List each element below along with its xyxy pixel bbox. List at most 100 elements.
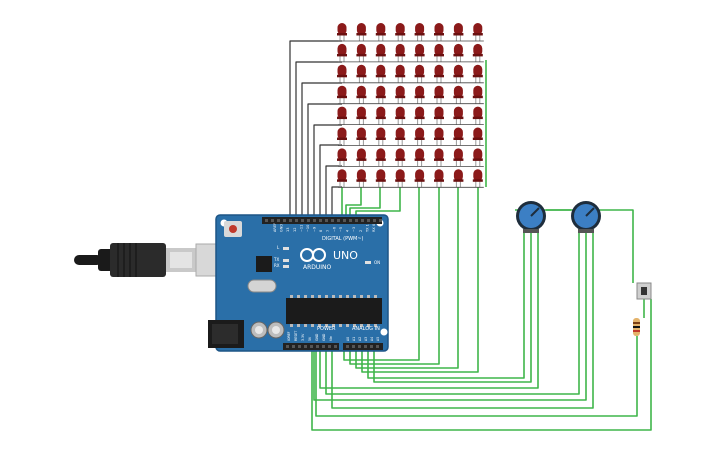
logo-text: ARDUINO <box>303 264 332 271</box>
led <box>337 43 347 62</box>
led <box>356 23 367 41</box>
green-wire <box>343 187 420 361</box>
digital-pin-label: ~10 <box>306 225 310 232</box>
potentiometer-1[interactable] <box>516 201 546 233</box>
analog-pin-label: A3 <box>364 337 368 341</box>
led <box>472 85 483 104</box>
led <box>375 127 386 146</box>
led <box>356 148 367 167</box>
led <box>395 127 406 146</box>
green-wire <box>315 336 638 417</box>
digital-label: DIGITAL (PWM~) <box>322 236 364 242</box>
power-label: POWER <box>317 326 336 332</box>
arduino-logo: ARDUINO <box>300 248 332 271</box>
row-wire <box>307 103 342 219</box>
green-wire <box>331 232 594 409</box>
led <box>414 23 425 41</box>
led <box>472 106 483 125</box>
led <box>434 127 444 146</box>
green-wire <box>361 187 479 373</box>
power-pin-label: 3.3V <box>301 333 305 341</box>
led <box>453 64 464 83</box>
led <box>375 106 386 125</box>
led <box>395 43 406 62</box>
led <box>453 85 464 104</box>
led <box>434 169 444 188</box>
led <box>375 85 386 104</box>
led <box>472 64 483 83</box>
led <box>337 169 347 188</box>
led <box>395 64 406 83</box>
led <box>414 127 425 146</box>
led <box>356 43 367 62</box>
led <box>434 148 444 167</box>
led <box>356 169 367 188</box>
row-wire <box>289 40 342 219</box>
green-wire <box>319 232 539 389</box>
led <box>472 148 483 167</box>
led <box>414 148 425 167</box>
led <box>356 106 367 125</box>
digital-pin-label: ~6 <box>332 227 336 232</box>
digital-pin-label: 13 <box>286 228 290 232</box>
led <box>414 64 425 83</box>
green-wire <box>355 187 459 369</box>
led <box>356 85 367 104</box>
atmega-chip <box>286 298 382 324</box>
led <box>375 43 386 62</box>
power-pin-label: IOREF <box>287 331 291 341</box>
led <box>356 64 367 83</box>
row-wire <box>301 82 342 219</box>
led <box>414 169 425 188</box>
led <box>375 169 386 188</box>
analog-pin-label: A5 <box>376 337 380 341</box>
arduino-uno[interactable]: ARDUINO UNO L TX RX ON DIGITAL (PWM~) AR… <box>208 214 389 352</box>
led <box>453 43 464 62</box>
green-wire <box>325 232 580 395</box>
analog-label: ANALOG IN <box>352 326 380 332</box>
usb-cable-wire <box>74 255 102 265</box>
on-led-label: ON <box>374 260 380 265</box>
rx-led-label: RX <box>274 263 280 268</box>
digital-pin-label: ~9 <box>313 227 317 232</box>
led <box>472 43 483 62</box>
led-matrix[interactable] <box>337 23 484 188</box>
led <box>414 106 425 125</box>
led <box>434 23 444 41</box>
wires <box>289 40 652 431</box>
led <box>434 43 444 62</box>
digital-pin-label: AREF <box>273 223 277 232</box>
usb-cable[interactable] <box>74 243 231 277</box>
digital-pin-label: TX 1 <box>365 224 369 233</box>
led <box>337 106 347 125</box>
digital-pin-label: ~3 <box>352 227 356 232</box>
analog-pin-label: A2 <box>358 337 362 341</box>
led <box>453 106 464 125</box>
digital-pin-label: RX 0 <box>372 224 376 232</box>
green-wires <box>311 60 652 431</box>
led <box>414 85 425 104</box>
led <box>453 23 464 41</box>
analog-pin-label: A1 <box>352 337 356 341</box>
led <box>414 43 425 62</box>
led <box>434 106 444 125</box>
led <box>434 85 444 104</box>
pushbutton[interactable] <box>636 282 652 300</box>
row-wire <box>325 165 342 219</box>
analog-header[interactable] <box>343 343 383 350</box>
led <box>337 23 347 41</box>
digital-pin-label: ~5 <box>339 227 343 232</box>
potentiometer-2[interactable] <box>571 201 601 233</box>
led <box>472 23 483 41</box>
green-wire <box>313 232 587 401</box>
led <box>395 85 406 104</box>
green-wire <box>345 187 362 219</box>
led <box>453 169 464 188</box>
resistor <box>633 318 640 336</box>
led <box>395 23 406 41</box>
led <box>395 106 406 125</box>
digital-pin-label: GND <box>280 224 284 232</box>
digital-pin-label: ~11 <box>299 225 303 232</box>
usb-chip <box>256 256 272 272</box>
